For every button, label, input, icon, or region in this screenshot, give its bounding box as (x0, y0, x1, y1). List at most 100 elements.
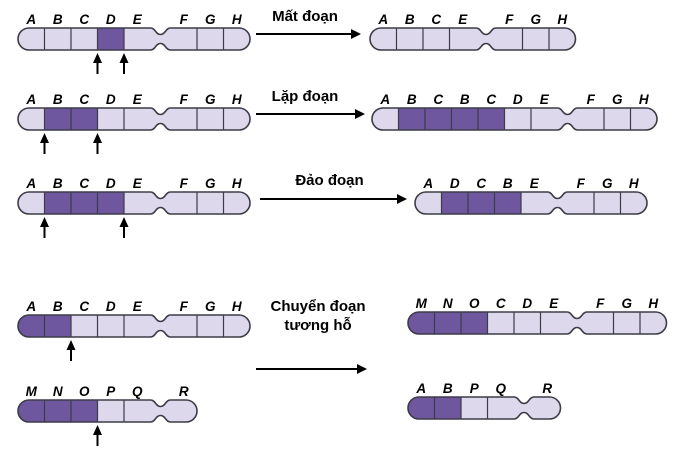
segment-letter: C (486, 92, 496, 107)
segment-letter: B (53, 299, 63, 314)
segment-letter: D (522, 296, 532, 311)
dark-segment (97, 28, 124, 50)
segment-letter: H (639, 92, 649, 107)
chromosome-outline (17, 27, 251, 51)
dark-segment (494, 192, 521, 214)
pointer-arrow-head-icon (119, 217, 129, 227)
segment-letter: H (648, 296, 658, 311)
segment-letter: F (587, 92, 596, 107)
segment-letter: E (530, 176, 540, 191)
segment-letter: D (513, 92, 523, 107)
chromosome-outline (17, 107, 251, 131)
segment-letter: F (180, 299, 189, 314)
segment-letter: D (450, 176, 460, 191)
pointer-arrow-head-icon (66, 340, 76, 350)
dark-segment (468, 192, 495, 214)
mutation-label-deletion: Mất đoạn (272, 8, 338, 25)
segment-letter: E (133, 92, 143, 107)
segment-letter: Q (495, 381, 506, 396)
chromosome-outline (371, 107, 658, 131)
segment-letter: H (232, 12, 242, 27)
segment-letter: A (422, 176, 433, 191)
chromosome-outline (17, 314, 251, 338)
chromosome-outline (414, 191, 648, 215)
segment-letter: C (433, 92, 443, 107)
segment-letter: M (416, 296, 428, 311)
segment-letter: H (557, 12, 567, 27)
segment-letter: R (542, 381, 552, 396)
segment-letter: C (79, 176, 89, 191)
segment-letter: R (179, 384, 189, 399)
segment-letter: E (133, 176, 143, 191)
pointer-arrow-head-icon (40, 217, 49, 227)
dark-segment (478, 108, 505, 130)
dark-segment (425, 108, 452, 130)
transform-arrow-inversion (260, 194, 407, 204)
segment-letter: C (496, 296, 506, 311)
segment-letter: A (377, 12, 388, 27)
pointer-arrow-head-icon (93, 133, 102, 143)
segment-letter: G (205, 12, 216, 27)
segment-letter: G (205, 176, 216, 191)
segment-letter: G (602, 176, 613, 191)
segment-letter: P (106, 384, 116, 399)
segment-letter: N (53, 384, 63, 399)
mutation-label-inversion: Đảo đoạn (295, 172, 364, 189)
segment-letter: H (629, 176, 639, 191)
dark-segment (434, 312, 461, 334)
pointer-arrow-head-icon (93, 425, 102, 435)
chromosome-body (370, 28, 576, 50)
dark-segment (398, 108, 425, 130)
transform-arrow-deletion (256, 29, 361, 39)
segment-letter: G (530, 12, 541, 27)
segment-letter: B (460, 92, 470, 107)
segment-letter: F (505, 12, 514, 27)
segment-letter: B (53, 12, 63, 27)
segment-letter: E (540, 92, 550, 107)
segment-letter: F (577, 176, 586, 191)
dark-segment (97, 192, 124, 214)
segment-letter: G (612, 92, 623, 107)
chromosome-outline (369, 27, 577, 51)
segment-letter: A (25, 176, 36, 191)
transform-arrow-translocation (256, 364, 367, 374)
segment-letter: A (379, 92, 390, 107)
segment-letter: E (133, 12, 143, 27)
mutation-label-duplication: Lặp đoạn (271, 88, 339, 105)
dark-segment (408, 397, 435, 419)
segment-letter: F (180, 92, 189, 107)
segment-letter: D (106, 92, 116, 107)
pointer-arrow-head-icon (93, 53, 102, 63)
dark-segment (451, 108, 478, 130)
segment-letter: B (405, 12, 415, 27)
segment-letter: P (470, 381, 480, 396)
chromosome-body (18, 28, 250, 50)
segment-letter: E (133, 299, 143, 314)
segment-letter: G (621, 296, 632, 311)
dark-segment (44, 108, 71, 130)
segment-letter: B (503, 176, 513, 191)
segment-letter: Q (132, 384, 143, 399)
dark-segment (71, 192, 98, 214)
segment-letter: C (79, 299, 89, 314)
pointer-arrow-head-icon (40, 133, 49, 143)
segment-letter: B (53, 176, 63, 191)
segment-letter: F (180, 12, 189, 27)
segment-letter: C (476, 176, 486, 191)
dark-segment (44, 192, 71, 214)
dark-segment (434, 397, 461, 419)
